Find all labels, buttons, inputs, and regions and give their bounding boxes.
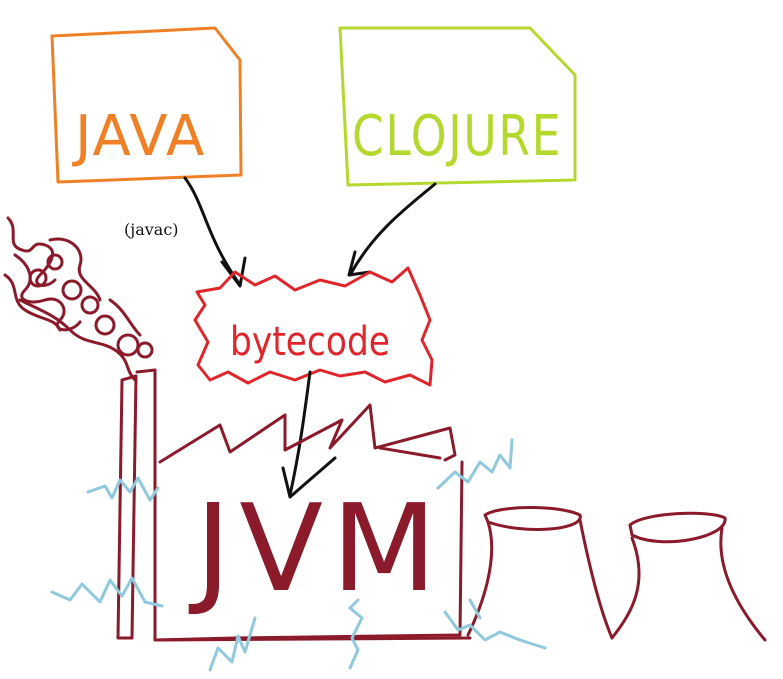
java-to-bytecode-arrow <box>183 176 242 287</box>
clojure-node: CLOJURE <box>338 26 577 187</box>
bytecode-box <box>193 266 434 387</box>
factory-inner-roof <box>378 446 442 460</box>
edge-bytecode-to-jvm <box>281 370 337 499</box>
edge-java-to-bytecode: (javac) <box>124 176 247 288</box>
cooling-tower-left <box>466 506 614 640</box>
clojure-box <box>338 26 577 187</box>
factory-drawing <box>116 368 472 642</box>
sparks <box>50 438 547 672</box>
clojure-to-bytecode-arrow <box>348 182 437 277</box>
clojure-label: CLOJURE <box>352 104 562 169</box>
bytecode-to-jvm-arrow <box>288 370 312 497</box>
bytecode-to-jvm-arrowhead <box>281 456 337 499</box>
jvm-label: JVM <box>188 480 445 619</box>
bytecode-node: bytecode <box>193 266 434 387</box>
javac-label: (javac) <box>124 220 179 239</box>
java-label: JAVA <box>72 104 206 169</box>
java-box <box>50 26 243 184</box>
bytecode-label: bytecode <box>230 319 390 365</box>
cooling-towers <box>466 506 767 642</box>
factory-roof <box>158 403 457 464</box>
jvm-node: JVM <box>188 480 445 619</box>
cooling-tower-right <box>610 511 767 642</box>
clojure-to-bytecode-arrowhead <box>347 250 372 277</box>
java-node: JAVA <box>50 26 243 184</box>
java-to-bytecode-arrowhead <box>220 256 247 288</box>
chimney-cap <box>135 368 157 642</box>
chimney <box>116 374 138 640</box>
smoke-drawing <box>3 216 154 382</box>
factory-ground <box>158 636 472 642</box>
edge-clojure-to-bytecode <box>347 182 437 277</box>
